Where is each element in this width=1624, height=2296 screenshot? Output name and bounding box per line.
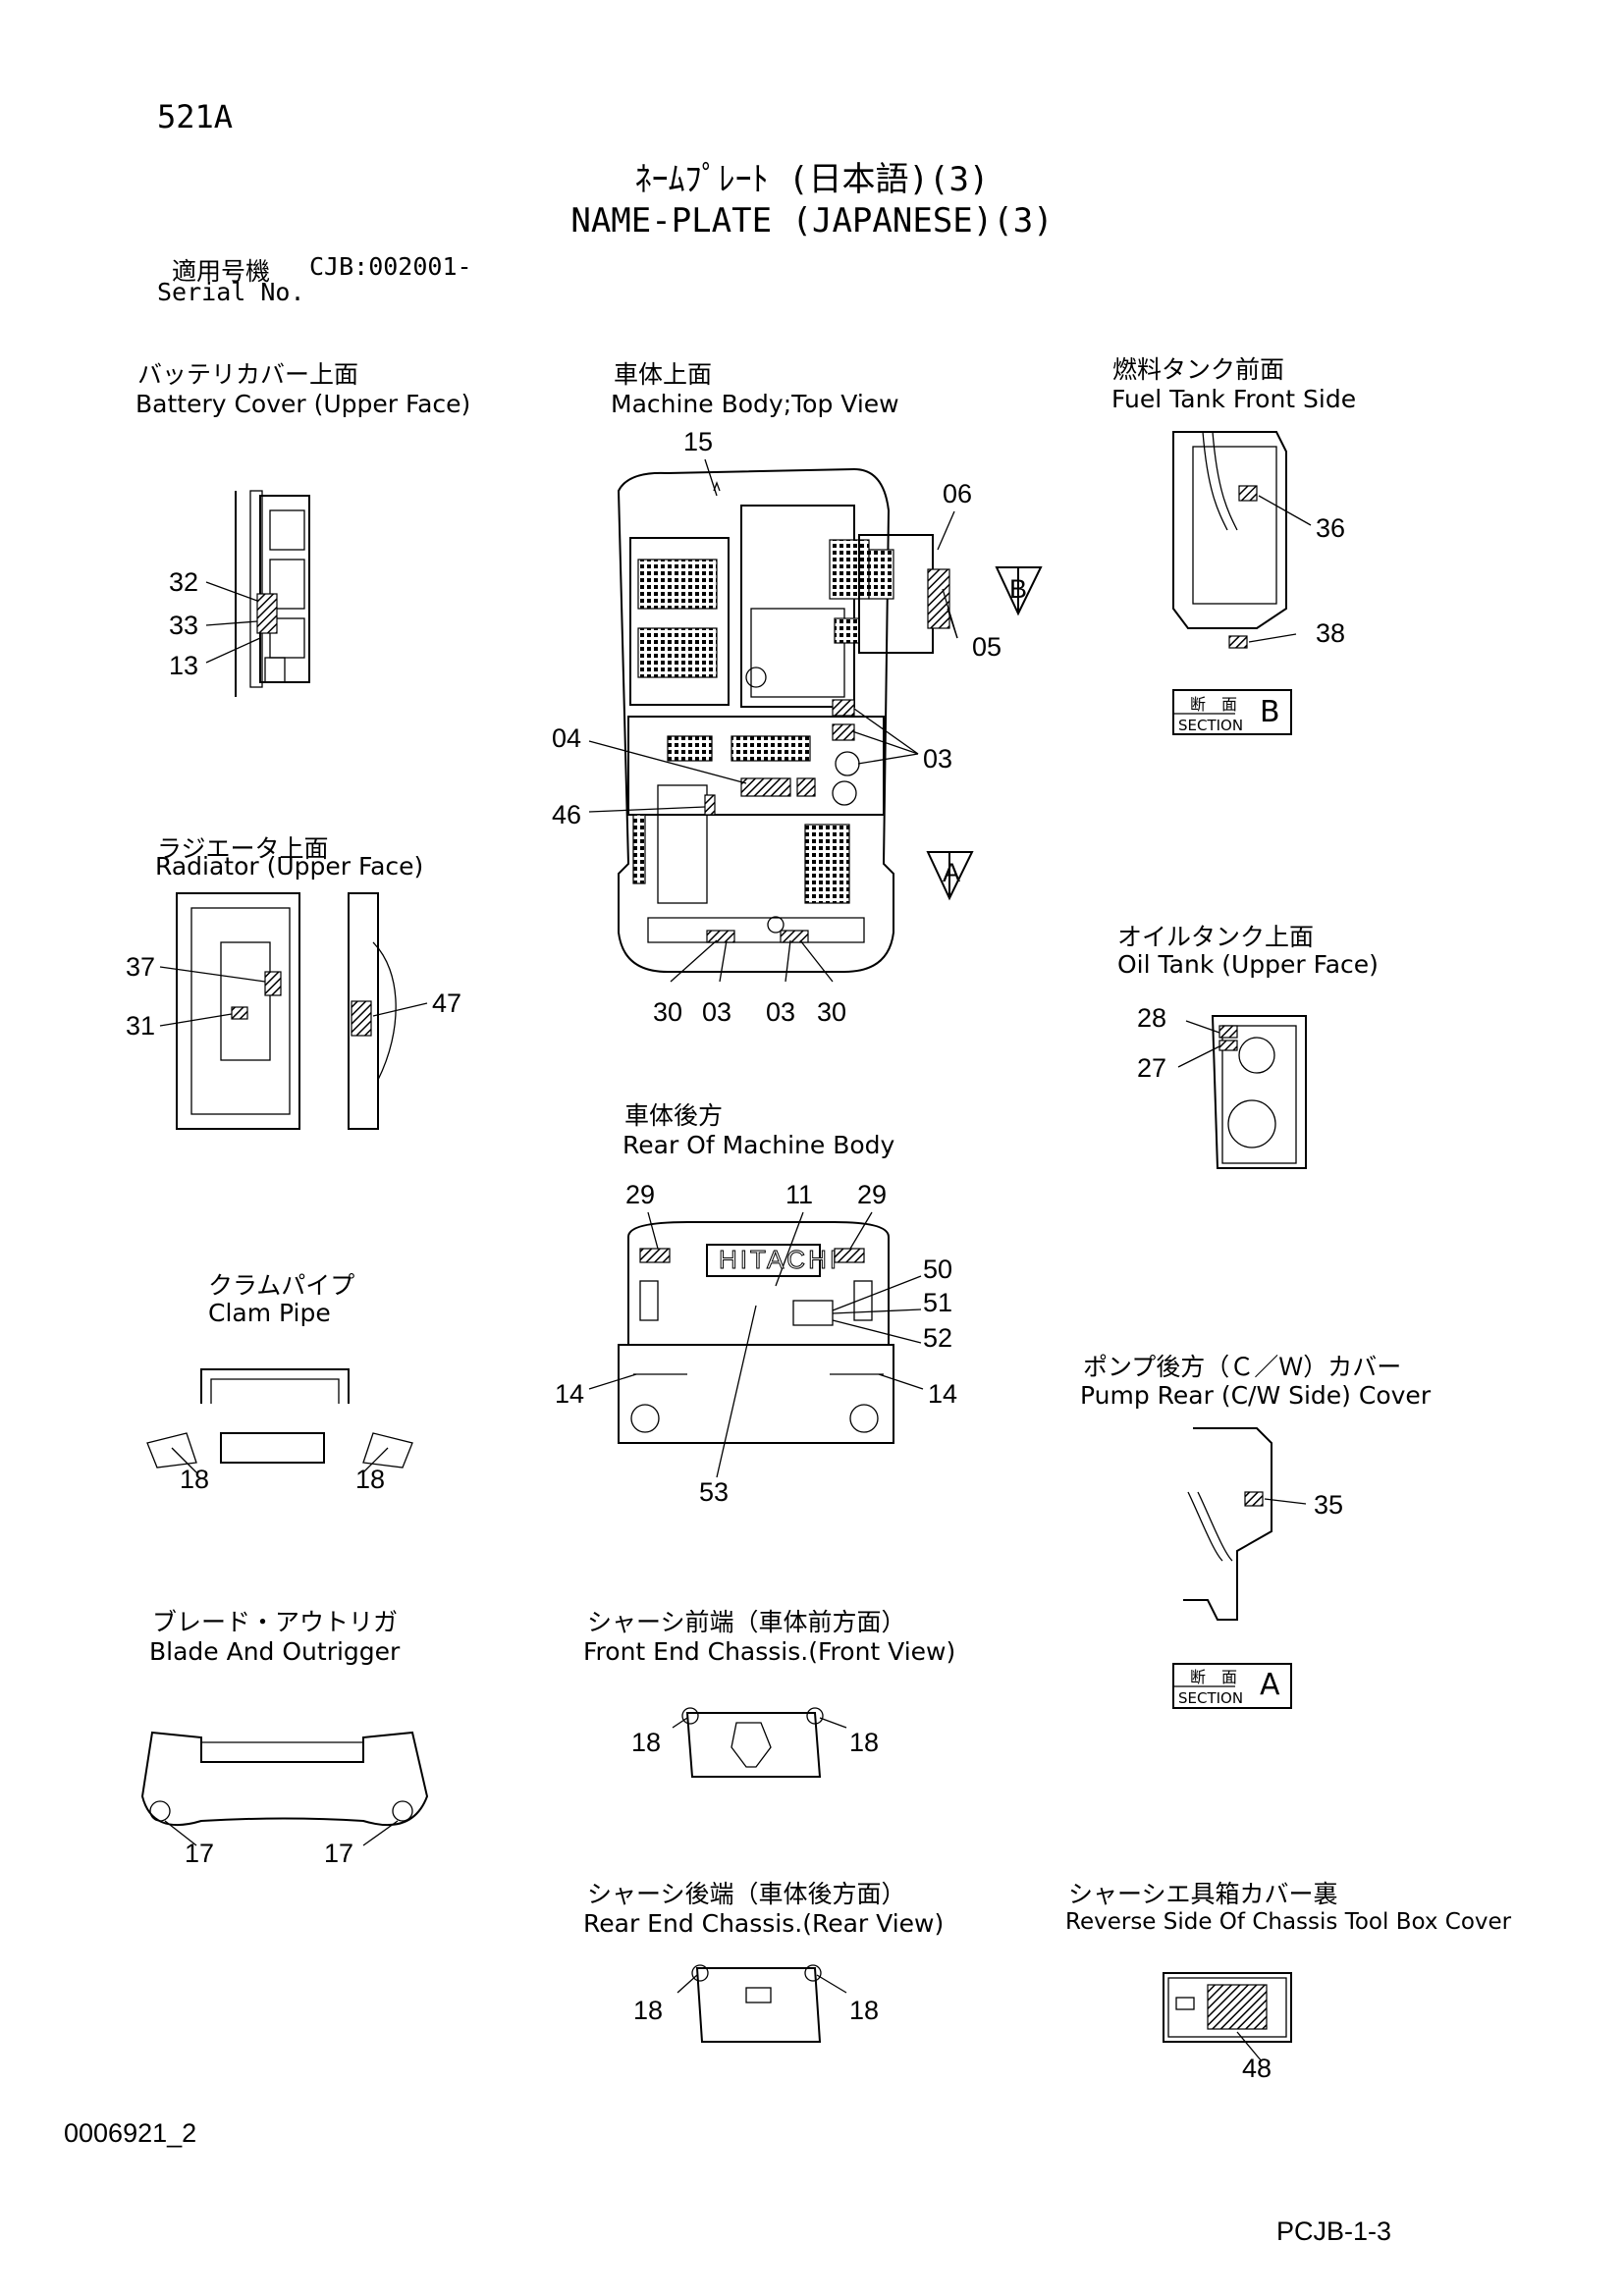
battery-cover-drawing [205,490,310,697]
callout: 17 [324,1839,354,1868]
rear-chassis-title-en: Rear End Chassis.(Rear View) [583,1909,945,1938]
serial-value: CJB:002001- [309,252,472,281]
callout: 50 [923,1255,953,1284]
blade-title-en: Blade And Outrigger [149,1637,401,1666]
callout: 03 [766,997,796,1027]
callout: 06 [943,479,973,508]
front-chassis-title-jp: シャーシ前端（車体前方面） [587,1608,906,1636]
serial-label-en: Serial No. [157,278,305,306]
callout: 18 [849,1728,880,1757]
callout: 36 [1316,513,1346,543]
title-jp: ﾈｰﾑﾌﾟﾚｰﾄ (日本語)(3) [634,160,990,199]
front-chassis-drawing [672,1707,847,1778]
callout: 18 [849,1996,880,2025]
callout: 38 [1316,618,1346,648]
front-chassis-title-en: Front End Chassis.(Front View) [583,1637,956,1666]
oil-tank-drawing [1177,1015,1307,1169]
callout: 15 [683,427,714,456]
callout: 28 [1137,1003,1167,1033]
section-a-letter: A [1260,1668,1280,1702]
machine-body-title-en: Machine Body;Top View [611,390,899,418]
callout: 14 [928,1379,958,1409]
callout: 48 [1242,2054,1272,2083]
radiator-drawing [159,892,428,1130]
callout: 35 [1314,1490,1344,1520]
callout: 13 [169,651,199,680]
callout: 53 [699,1477,730,1507]
blade-drawing [140,1731,429,1846]
callout: 18 [180,1465,210,1494]
section-b-letter: B [1260,695,1280,729]
oil-tank-title-jp: オイルタンク上面 [1117,923,1315,951]
callout: 03 [702,997,732,1027]
blade-title-jp: ブレード・アウトリガ [152,1608,399,1636]
section-b-label-jp: 断 面 [1190,695,1238,714]
toolbox-title-en: Reverse Side Of Chassis Tool Box Cover [1065,1909,1512,1935]
toolbox-drawing [1163,1972,1292,2062]
callout: 32 [169,567,199,597]
callout: 29 [857,1180,888,1209]
rear-chassis-drawing [677,1964,847,2043]
callout: 30 [653,997,683,1027]
callout: 03 [923,744,953,774]
callout: 47 [432,988,462,1018]
fuel-tank-drawing [1172,431,1312,735]
section-a-label-en: SECTION [1178,1689,1244,1707]
callout: 52 [923,1323,953,1353]
callout: 04 [552,723,582,753]
hitachi-logo: HITACHI [718,1245,840,1275]
serial-label-jp: 適用号機 [172,257,271,286]
fuel-tank-title-jp: 燃料タンク前面 [1112,355,1285,384]
callout: 51 [923,1288,953,1317]
callout: 31 [126,1011,156,1041]
section-a-label-jp: 断 面 [1190,1668,1238,1686]
section-b-label-en: SECTION [1178,717,1244,734]
rear-body-title-en: Rear Of Machine Body [623,1131,895,1159]
drawing-number: 0006921_2 [64,2118,197,2148]
battery-cover-title-jp: バッテリカバー上面 [137,360,359,389]
callout: 27 [1137,1053,1167,1083]
page-reference: PCJB-1-3 [1276,2216,1392,2246]
callout: 17 [185,1839,215,1868]
callout: 29 [625,1180,656,1209]
callout: 18 [633,1996,664,2025]
title-en: NAME-PLATE (JAPANESE)(3) [570,201,1054,240]
pump-rear-title-en: Pump Rear (C/W Side) Cover [1080,1381,1432,1410]
callout: 11 [785,1180,814,1209]
section-b-arrow-label: B [1009,574,1028,604]
callout: 46 [552,800,582,829]
oil-tank-title-en: Oil Tank (Upper Face) [1117,950,1379,979]
callout: 30 [817,997,847,1027]
clam-pipe-title-jp: クラムパイプ [208,1271,355,1300]
clam-pipe-drawing [146,1368,413,1473]
clam-pipe-title-en: Clam Pipe [208,1299,331,1327]
rear-chassis-title-jp: シャーシ後端（車体後方面） [587,1880,906,1908]
pump-rear-title-jp: ポンプ後方（Ｃ／Ｗ）カバー [1083,1353,1402,1381]
fuel-tank-title-en: Fuel Tank Front Side [1111,385,1357,413]
callout: 18 [631,1728,662,1757]
rear-body-title-jp: 車体後方 [624,1101,724,1130]
callout: 37 [126,952,156,982]
radiator-title-jp: ラジエータ上面 [157,834,329,863]
machine-body-title-jp: 車体上面 [614,360,713,389]
page-code: 521A [157,98,234,135]
battery-cover-title-en: Battery Cover (Upper Face) [135,390,471,418]
callout: 14 [555,1379,585,1409]
toolbox-title-jp: シャーシエ具箱カバー裏 [1068,1880,1338,1908]
callout: 05 [972,632,1002,662]
pump-rear-drawing [1172,1427,1307,1709]
section-a-arrow-label: A [943,858,961,887]
rear-body-drawing [588,1211,924,1478]
callout: 33 [169,611,199,640]
callout: 18 [355,1465,386,1494]
machine-body-drawing [588,458,1043,983]
radiator-title-en: Radiator (Upper Face) [155,852,424,881]
